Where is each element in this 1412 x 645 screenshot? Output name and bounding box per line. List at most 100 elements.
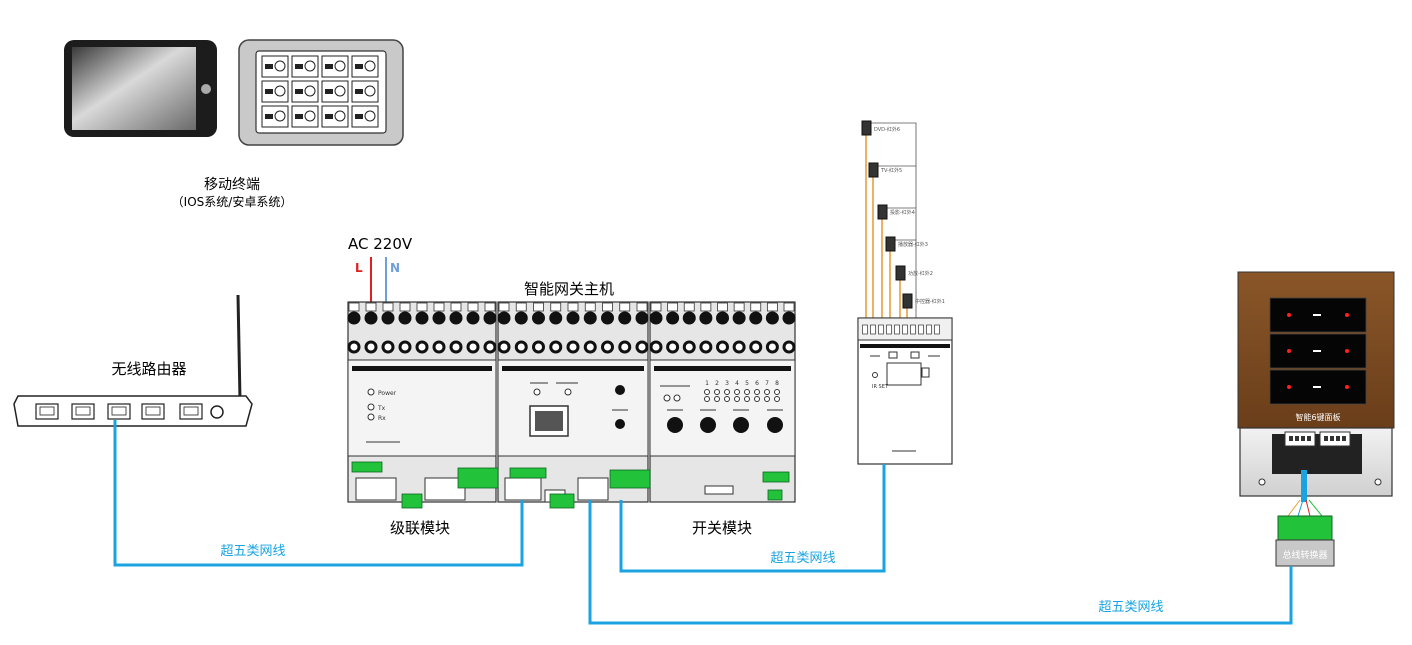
panel-key-row bbox=[1269, 297, 1367, 333]
channel-led-icon bbox=[734, 396, 740, 402]
ir-emitter-label: 功放-红外2 bbox=[908, 270, 933, 277]
channel-led-icon bbox=[714, 396, 720, 402]
terminal-screw-icon bbox=[782, 340, 796, 354]
scene-tile-icon bbox=[261, 105, 289, 128]
cable-right-label: 超五类网线 bbox=[1098, 600, 1163, 615]
terminal-screw-icon bbox=[649, 302, 663, 325]
router-title: 无线路由器 bbox=[111, 360, 186, 378]
live-label: L bbox=[355, 261, 363, 275]
smart-6-key-panel: 智能6键面板 bbox=[1237, 271, 1395, 497]
switch-module-label: 开关模块 bbox=[692, 519, 752, 537]
terminal-screw-icon bbox=[583, 302, 597, 325]
terminal-screw-icon bbox=[398, 302, 412, 325]
switch-channel-number: 4 bbox=[735, 380, 739, 387]
green-terminal-block bbox=[351, 461, 383, 473]
terminal-screw-icon bbox=[601, 302, 614, 325]
terminal-screw-icon bbox=[532, 340, 545, 354]
ir-terminal-icon bbox=[926, 324, 932, 335]
key-led-icon bbox=[1345, 385, 1349, 389]
key-led-icon bbox=[1287, 349, 1291, 353]
lan-port-icon bbox=[141, 403, 165, 420]
gateway-module bbox=[497, 301, 649, 503]
panel-key-row bbox=[1269, 369, 1367, 405]
channel-led-icon bbox=[764, 396, 770, 402]
terminal-screw-icon bbox=[716, 340, 729, 354]
switch-channel-number: 8 bbox=[775, 380, 779, 387]
scene-tile-icon bbox=[321, 55, 349, 78]
terminal-screw-icon bbox=[699, 340, 713, 354]
touch-panel bbox=[238, 39, 404, 146]
terminal-screw-icon bbox=[716, 302, 729, 325]
ir-emitter-icon bbox=[868, 162, 879, 178]
terminal-screw-icon bbox=[415, 302, 429, 325]
lan-port-icon bbox=[35, 403, 59, 420]
terminal-screw-icon bbox=[618, 340, 632, 354]
cable-gateway-panel bbox=[588, 500, 1293, 625]
terminal-screw-icon bbox=[466, 302, 480, 325]
terminal-screw-icon bbox=[514, 340, 528, 354]
channel-led-icon bbox=[754, 396, 760, 402]
cascade-module-label: 级联模块 bbox=[390, 519, 450, 537]
green-terminal-block bbox=[549, 493, 575, 509]
switch-channel-number: 7 bbox=[765, 380, 769, 387]
terminal-screw-icon bbox=[398, 340, 412, 354]
panel-title: 智能6键面板 bbox=[1295, 412, 1340, 422]
channel-led-icon bbox=[774, 389, 780, 395]
scene-tile-icon bbox=[261, 55, 289, 78]
terminal-screw-icon bbox=[549, 340, 563, 354]
din-modules: Power Tx Rx bbox=[347, 301, 796, 509]
ir-terminal-icon bbox=[902, 324, 908, 335]
switch-channel-number: 3 bbox=[725, 380, 729, 387]
terminal-screw-icon bbox=[666, 302, 680, 325]
ir-module: DVD-红外6TV-红外5投影-红外4播放器-红外3功放-红外2中控器-红外1 … bbox=[857, 120, 953, 465]
terminal-screw-icon bbox=[364, 340, 378, 354]
ac-label: AC 220V bbox=[348, 235, 413, 253]
ir-terminal-icon bbox=[910, 324, 916, 335]
ir-emitter-icon bbox=[861, 120, 872, 136]
ir-terminal-icon bbox=[894, 324, 900, 335]
channel-led-icon bbox=[764, 389, 770, 395]
green-terminal-block bbox=[609, 469, 651, 489]
terminal-screw-icon bbox=[381, 302, 395, 325]
terminal-screw-icon bbox=[649, 340, 663, 354]
terminal-screw-icon bbox=[449, 302, 463, 325]
ir-terminal-icon bbox=[862, 324, 868, 335]
terminal-screw-icon bbox=[566, 302, 580, 325]
key-led-icon bbox=[1345, 313, 1349, 317]
lan-port-icon bbox=[179, 403, 203, 420]
channel-led-icon bbox=[754, 389, 760, 395]
terminal-screw-icon bbox=[618, 302, 632, 325]
terminal-screw-icon bbox=[765, 302, 779, 325]
terminal-screw-icon bbox=[415, 340, 429, 354]
green-terminal-block bbox=[762, 471, 790, 483]
terminal-screw-icon bbox=[483, 340, 497, 354]
green-terminal-block bbox=[767, 489, 783, 501]
terminal-screw-icon bbox=[749, 340, 763, 354]
scene-tile-icon bbox=[261, 80, 289, 103]
terminal-screw-icon bbox=[765, 340, 779, 354]
green-terminal-block bbox=[457, 467, 499, 489]
relay-knob-icon bbox=[667, 417, 683, 433]
terminal-screw-icon bbox=[682, 340, 696, 354]
channel-led-icon bbox=[714, 389, 720, 395]
panel-key-row bbox=[1269, 333, 1367, 369]
terminal-screw-icon bbox=[497, 302, 511, 325]
ir-terminal-icon bbox=[886, 324, 892, 335]
ir-emitter-icon bbox=[902, 293, 913, 309]
terminal-screw-icon bbox=[699, 302, 713, 325]
antenna-icon bbox=[236, 294, 242, 401]
ir-emitter-label: TV-红外5 bbox=[880, 167, 902, 174]
terminal-screw-icon bbox=[432, 340, 446, 354]
scene-tile-icon bbox=[321, 80, 349, 103]
terminal-screw-icon bbox=[347, 340, 361, 354]
ir-terminal-icon bbox=[918, 324, 924, 335]
terminal-screw-icon bbox=[381, 340, 395, 354]
power-button-icon bbox=[210, 405, 224, 419]
ir-emitter-label: DVD-红外6 bbox=[874, 126, 900, 133]
scene-tile-icon bbox=[351, 105, 379, 128]
terminal-screw-icon bbox=[483, 302, 497, 325]
lan-port-icon bbox=[107, 403, 131, 420]
terminal-screw-icon bbox=[732, 302, 746, 325]
terminal-screw-icon bbox=[583, 340, 597, 354]
